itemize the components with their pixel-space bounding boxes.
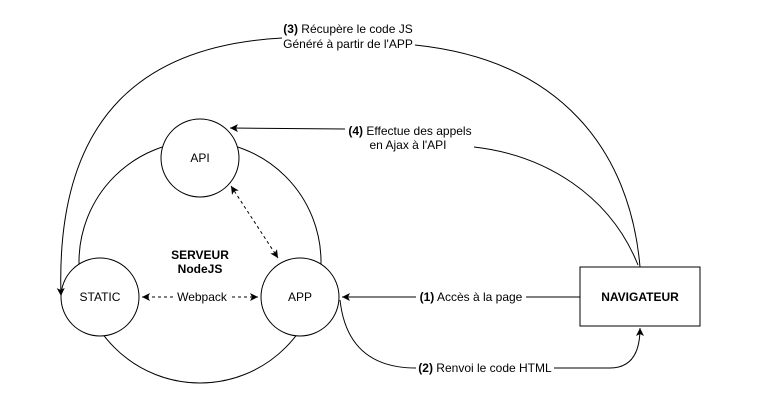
edge-step1-label: (1) Accès à la page	[420, 290, 523, 304]
edge-step3-num: (3)	[283, 22, 298, 36]
static-node-label: STATIC	[80, 290, 121, 304]
app-node[interactable]: APP	[260, 257, 340, 337]
app-node-label: APP	[288, 290, 312, 304]
edge-step4-line-left	[229, 124, 346, 133]
edge-step1-num: (1)	[420, 290, 435, 304]
webpack-label: Webpack	[177, 290, 228, 304]
api-node[interactable]: API	[160, 118, 240, 198]
api-app-link	[230, 185, 279, 259]
edge-step3-curve-left	[56, 37, 283, 297]
edge-step2-curve-left	[339, 299, 417, 369]
edge-step2-curve-right	[554, 327, 644, 369]
edge-step2-text: Renvoi le code HTML	[433, 361, 552, 375]
server-label-line1: SERVEUR	[171, 248, 229, 262]
edge-step4-num: (4)	[348, 124, 363, 138]
server-label-line2: NodeJS	[178, 262, 223, 276]
edge-step4-label-line1: (4) Effectue des appels	[348, 124, 471, 138]
edge-step4-label-line2: en Ajax à l'API	[369, 138, 446, 152]
edge-step3-label-line1: (3) Récupère le code JS	[283, 22, 412, 36]
edge-step4-text: Effectue des appels	[363, 124, 472, 138]
edge-step3-label-line2: Généré à partir de l'APP	[283, 37, 413, 51]
api-node-label: API	[190, 151, 209, 165]
edge-step2-num: (2)	[418, 361, 433, 375]
edge-step2-label: (2) Renvoi le code HTML	[418, 361, 552, 375]
edge-step4-curve-right	[473, 146, 639, 266]
static-node[interactable]: STATIC	[60, 257, 140, 337]
navigateur-box[interactable]: NAVIGATEUR	[579, 266, 701, 327]
edge-step3-curve-right	[414, 44, 641, 268]
navigateur-label: NAVIGATEUR	[601, 290, 679, 304]
edge-step3-text: Récupère le code JS	[298, 22, 413, 36]
edge-step1-text: Accès à la page	[434, 290, 522, 304]
